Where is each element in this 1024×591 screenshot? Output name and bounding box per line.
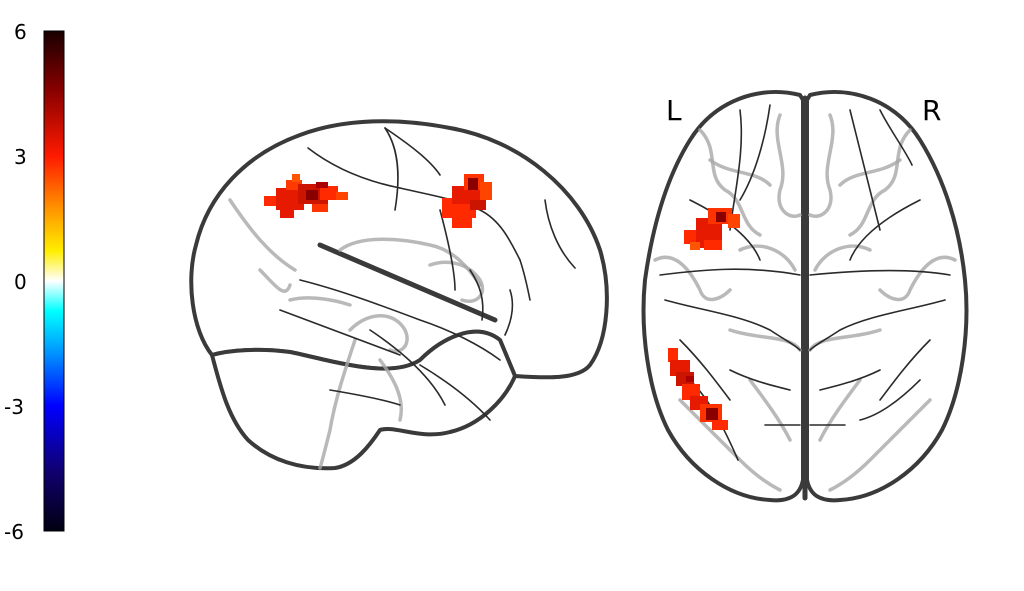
sulcus-line bbox=[659, 268, 801, 276]
deep-structure bbox=[838, 158, 902, 187]
axial-left-label: L bbox=[666, 94, 682, 127]
sulcus-line bbox=[469, 269, 484, 321]
sulcus-line bbox=[849, 109, 881, 231]
sulcus-line bbox=[329, 389, 401, 406]
sulcus-line bbox=[369, 329, 446, 406]
sulcus-line bbox=[544, 199, 576, 269]
sulcus-line bbox=[384, 127, 441, 176]
deep-structure bbox=[378, 358, 403, 422]
deep-structure bbox=[848, 128, 912, 237]
sulcus-line bbox=[819, 369, 881, 391]
deep-structure bbox=[828, 398, 932, 492]
deep-structure bbox=[808, 113, 835, 218]
deep-structure bbox=[748, 378, 792, 442]
colorbar-tick-neg3: -3 bbox=[4, 395, 24, 419]
deep-structure bbox=[878, 255, 957, 302]
colorbar-tick-neg6: -6 bbox=[4, 520, 24, 544]
sagittal-brain-outline bbox=[189, 119, 609, 380]
sulcus-line bbox=[679, 339, 731, 401]
sagittal-temporal-outline bbox=[210, 329, 517, 471]
colorbar-tick-3: 3 bbox=[14, 145, 27, 169]
deep-structure bbox=[348, 314, 409, 353]
deep-structure bbox=[428, 260, 485, 303]
deep-structure bbox=[653, 255, 732, 302]
deep-structure bbox=[708, 158, 772, 187]
colorbar: 6 3 0 -3 -6 bbox=[4, 20, 65, 544]
colorbar-tick-0: 0 bbox=[14, 270, 27, 294]
axial-view: L R bbox=[641, 90, 969, 503]
sulcus-line bbox=[859, 379, 921, 421]
sulcus-line bbox=[729, 369, 791, 391]
axial-cluster-parietal bbox=[668, 348, 728, 430]
deep-structure bbox=[258, 268, 292, 293]
sulcus-line bbox=[439, 209, 456, 291]
sulcus-line bbox=[504, 289, 514, 336]
deep-structure bbox=[813, 244, 872, 272]
deep-structure bbox=[318, 338, 357, 470]
sulcus-line bbox=[879, 339, 931, 401]
sagittal-cluster-parietal bbox=[442, 174, 492, 228]
sulcus-line bbox=[299, 279, 501, 361]
deep-structure bbox=[288, 296, 352, 307]
sulcus-line bbox=[849, 199, 921, 261]
colorbar-tick-6: 6 bbox=[14, 20, 27, 44]
deep-structure bbox=[775, 113, 802, 218]
sylvian-fissure-line bbox=[317, 242, 498, 323]
deep-structure bbox=[738, 244, 797, 272]
sulcus-line bbox=[519, 259, 531, 301]
sulcus-line bbox=[664, 299, 801, 351]
deep-structure bbox=[818, 378, 862, 442]
sulcus-line bbox=[419, 364, 491, 421]
axial-right-label: R bbox=[922, 94, 941, 127]
sulcus-line bbox=[739, 104, 771, 201]
deep-structure bbox=[698, 128, 762, 237]
colorbar-gradient bbox=[43, 30, 65, 532]
sagittal-cluster-frontal bbox=[264, 174, 348, 218]
axial-cluster-frontal bbox=[684, 208, 740, 250]
sulcus-line bbox=[279, 309, 401, 356]
deep-structure bbox=[678, 398, 782, 492]
sulcus-line bbox=[809, 269, 951, 276]
sulcus-line bbox=[809, 299, 946, 351]
deep-structure bbox=[228, 198, 297, 272]
sulcus-line bbox=[384, 127, 399, 211]
sulcus-line bbox=[879, 109, 913, 166]
sulcus-line bbox=[307, 147, 401, 189]
sagittal-view bbox=[189, 119, 609, 471]
